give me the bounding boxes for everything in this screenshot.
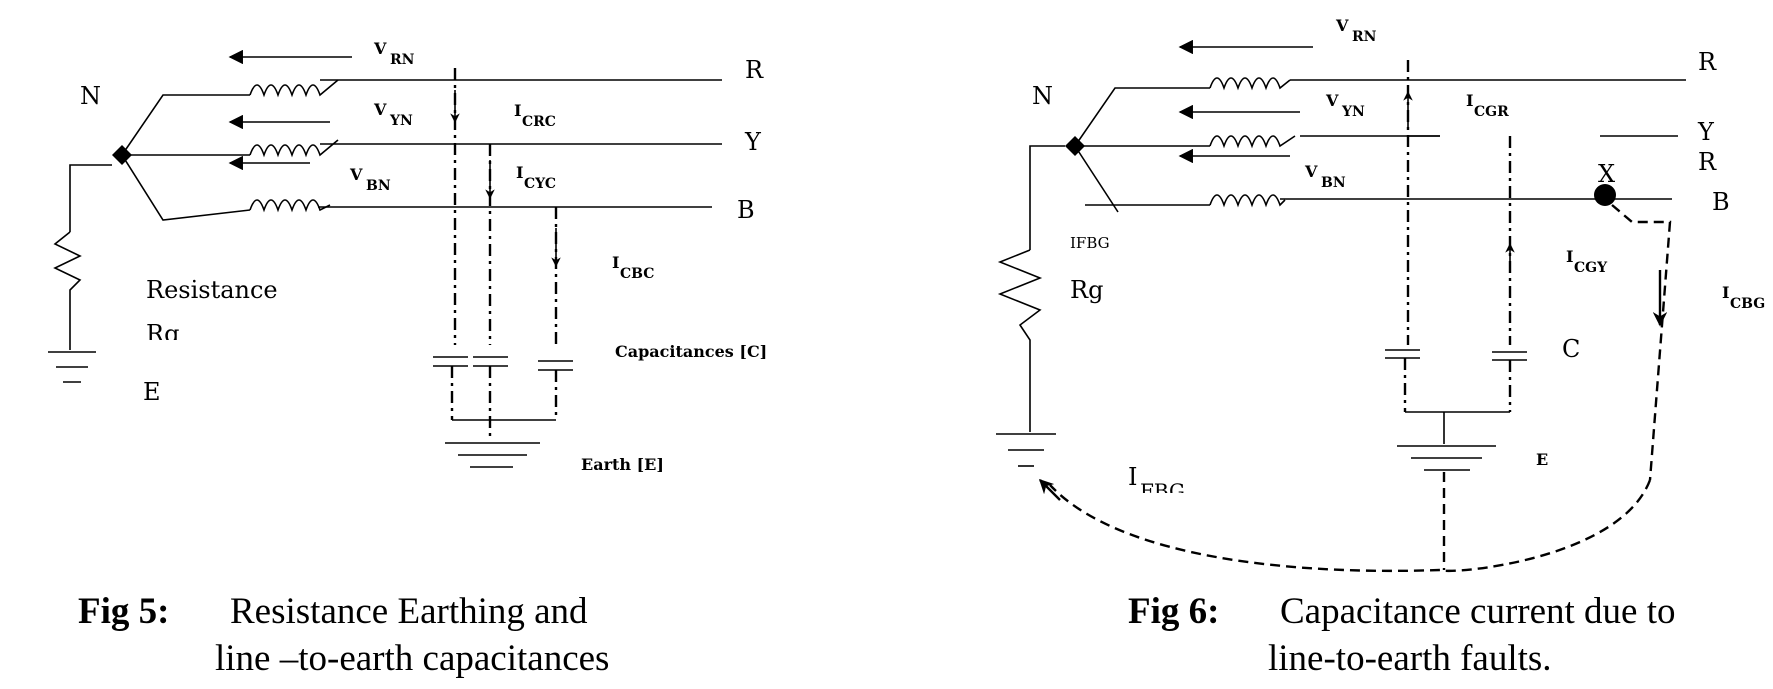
fig5-capacitances-label: Capacitances [C] [615,342,767,361]
fig6-fault-return-path [1049,479,1652,573]
fig6-coil-r [1209,77,1291,91]
fig6-caption-figure: Fig 6: [1128,591,1219,632]
fig6-node-n-label: N [1032,82,1053,110]
fig5-star-arm-r [121,94,250,156]
fig5-caption-figure: Fig 5: [78,591,169,632]
fig6-icbg-label: I [1722,283,1729,302]
fig6-coil-b [1209,194,1286,208]
fig5-diagram: N R Y B V RN V YN V BN I CRC I CYC I CBC… [48,39,767,474]
fig6-vrn-sub: RN [1352,29,1377,45]
fig6-rg-label: Rg [1070,276,1103,304]
fig5-phase-b-label: B [737,196,755,224]
fig6-icgy-sub: CGY [1574,260,1608,276]
fig5-icbc-sub: CBC [620,266,654,282]
fig6-ifbg-label: I [1128,463,1137,491]
fig5-icyc-sub: CYC [524,176,556,192]
fig5-rg-label: Rg [146,320,179,348]
fig6-vyn-sub: YN [1341,104,1365,120]
fig5-ground-lead [69,164,112,232]
fig5-capacitor-r [433,356,468,367]
fig5-vbn-label: V [349,165,363,184]
fig5-icrc-sub: CRC [522,114,556,130]
fig6-coil-y [1209,135,1296,149]
fig6-caption-line2: line-to-earth faults. [1268,638,1552,679]
fig5-resistance-label: Resistance [146,276,278,304]
fig5-coil-y [249,139,339,158]
fig6-vyn-label: V [1325,91,1339,110]
fig6-icgy-label: I [1566,247,1573,266]
fig5-caption: Fig 5: Resistance Earthing and line –to-… [78,591,609,679]
fig5-icrc-label: I [514,101,521,120]
fig5-vrn-sub: RN [390,52,415,68]
fig6-icgr-sub: CGR [1474,104,1509,120]
fig6-capacitor-y [1492,351,1527,361]
fig5-caption-line1: Resistance Earthing and [230,591,588,632]
fig5-vyn-label: V [373,100,387,119]
fig6-ifbg-sub: FBG [1140,479,1185,503]
fig6-diagram: N R Y R B V RN V YN V BN I CGR I CGY I C… [996,16,1765,573]
fig6-star-arm-b [1074,145,1119,213]
fig6-ifbg-return-arrow [1038,478,1061,501]
fig6-phase-r-label: R [1698,48,1717,76]
fig5-capacitor-y [473,356,508,367]
fig6-fault-point [1594,184,1616,206]
fig6-ifbg-small-label: IFBG [1070,234,1110,252]
fig5-earth-e-label: E [143,378,161,406]
fig6-phase-b-label: B [1712,188,1730,216]
fig5-icbc-label: I [612,253,619,272]
fig5-icyc-label: I [516,163,523,182]
fig6-fault-path-right [1611,204,1672,481]
fig5-resistor [53,231,82,350]
fig5-node-n-label: N [80,82,101,110]
fig6-icbg-sub: CBG [1730,296,1765,312]
fig5-phase-y-label: Y [744,128,762,156]
fig5-star-arm-b [121,154,251,221]
fig6-icgr-label: I [1466,91,1473,110]
fig5-phase-r-label: R [745,56,764,84]
fig6-capacitor-r [1385,349,1420,359]
fig5-coil-r [249,79,339,98]
fig6-phase-y-label: Y [1697,118,1715,146]
fig6-resistor [997,249,1043,432]
fig5-vbn-sub: BN [366,178,391,194]
fig6-fault-x-label: X [1598,160,1615,188]
fig6-ground-lead [1029,145,1065,250]
fig5-vrn-label: V [373,39,387,58]
fig5-capacitor-b [538,360,573,371]
fig6-caption-line1: Capacitance current due to [1280,591,1676,632]
fig6-star-arm-r [1074,87,1210,147]
fig5-caption-line2: line –to-earth capacitances [215,638,609,679]
fig6-caption: Fig 6: Capacitance current due to line-t… [1128,591,1676,679]
fig6-vbn-label: V [1304,162,1318,181]
fig6-phase-r-overlap-label: R [1698,148,1717,176]
fig5-vyn-sub: YN [389,113,413,129]
fig6-cap-c-label: C [1562,335,1580,363]
fig5-earth-label: Earth [E] [581,455,664,474]
fig6-vbn-sub: BN [1321,175,1346,191]
fig6-vrn-label: V [1335,16,1349,35]
fig6-earth-e-label: E [1536,450,1548,469]
fig5-coil-b [249,199,331,213]
